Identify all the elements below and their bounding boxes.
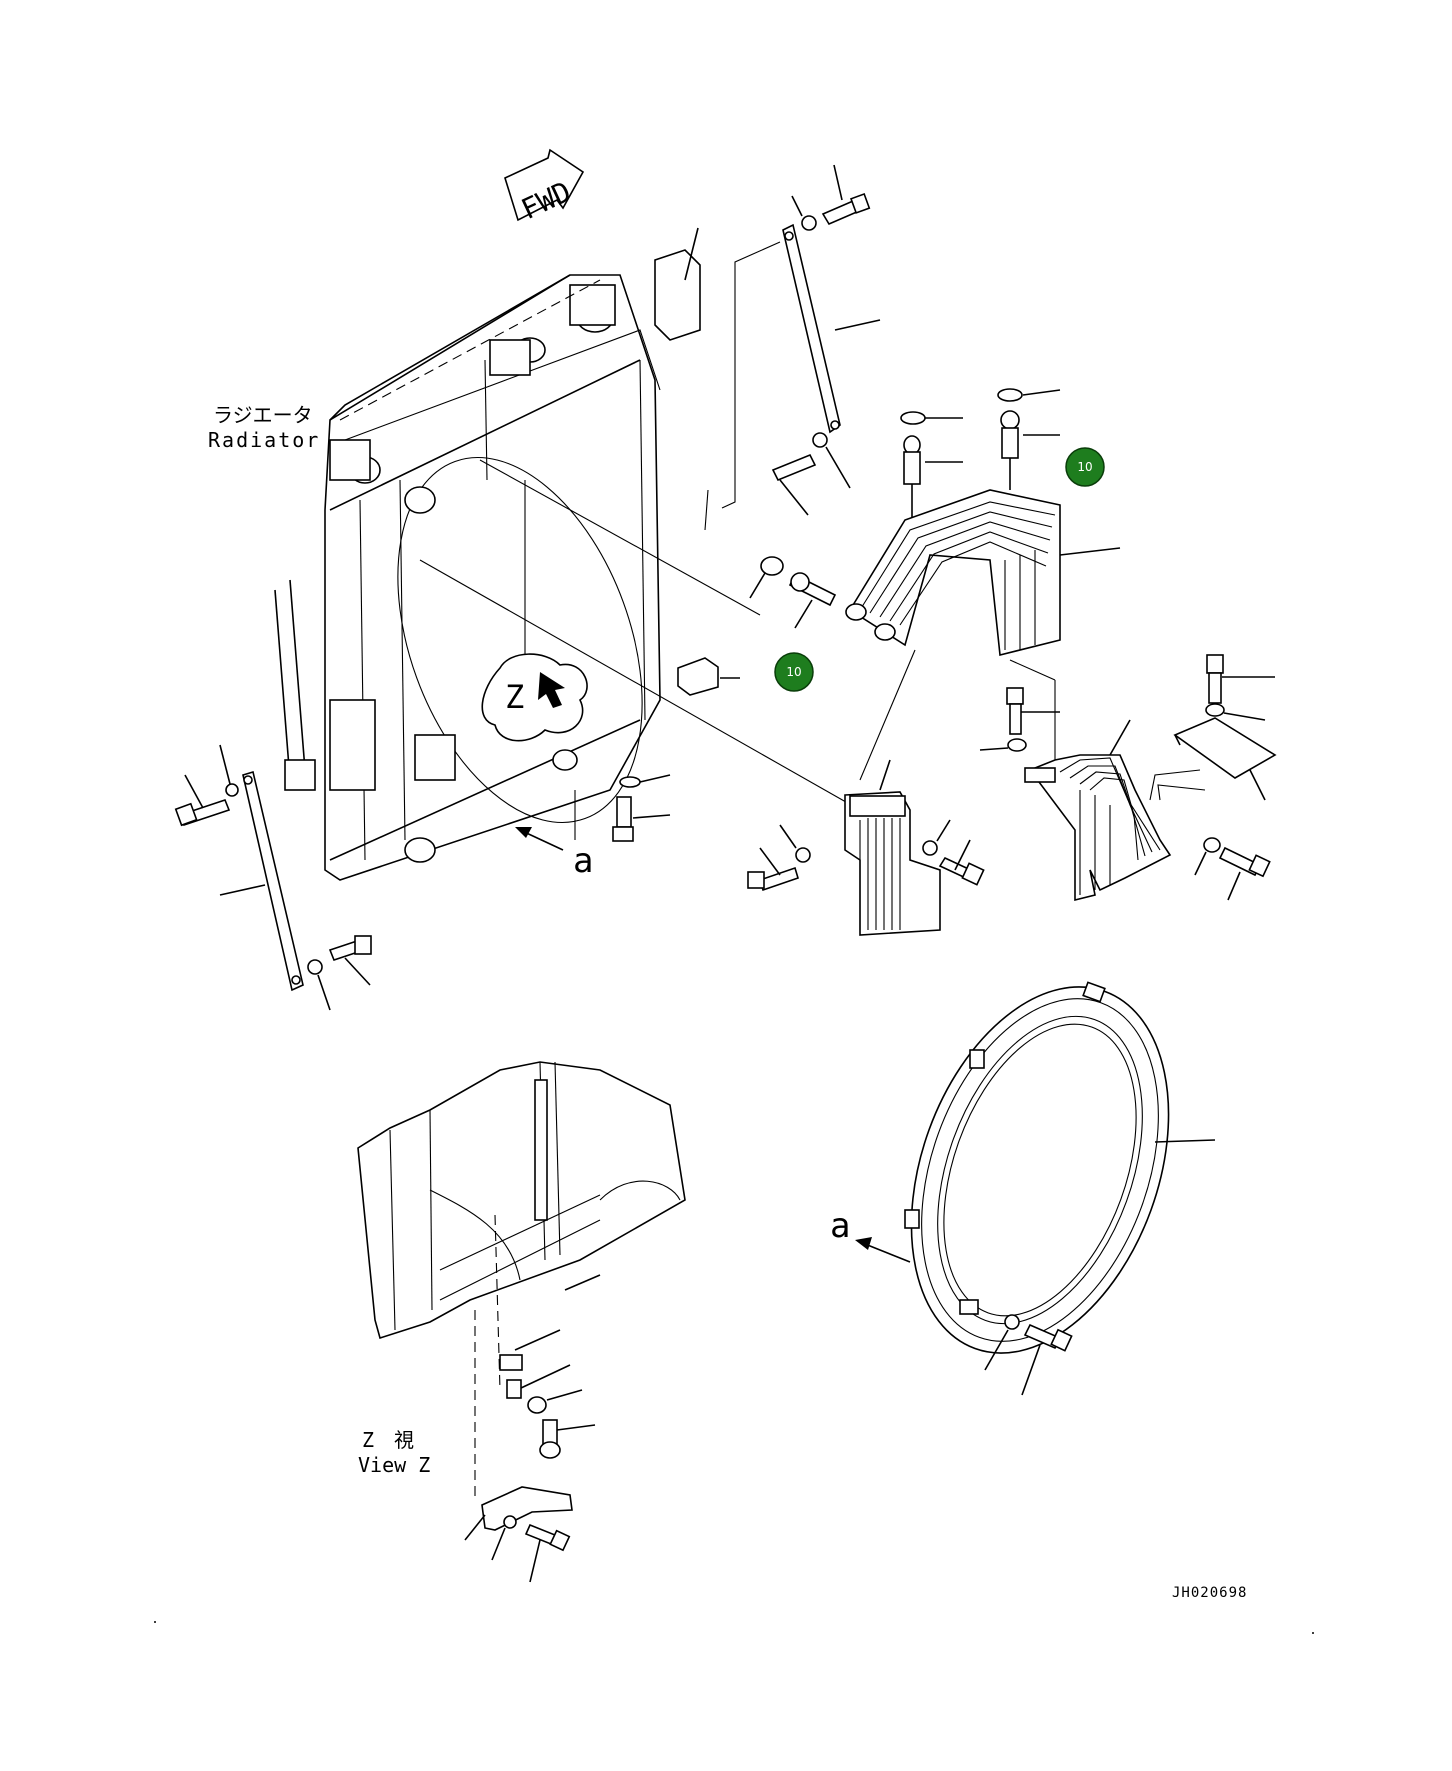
- radiator-label-en: Radiator: [208, 428, 320, 452]
- fwd-arrow: FWD: [504, 148, 585, 226]
- fitting-stack-left: [900, 411, 963, 518]
- view-z-label-jp: Z 視: [362, 1428, 414, 1452]
- reference-badge-2: 10: [774, 652, 814, 692]
- upper-stay-rod: [782, 223, 881, 434]
- radiator-label-jp: ラジエータ: [213, 403, 313, 427]
- reference-badge-1: 10: [1065, 447, 1105, 487]
- fan-shroud-ring: [904, 981, 1216, 1354]
- middle-guard-grid: [844, 759, 941, 936]
- radiator-assembly: [274, 274, 861, 881]
- rubber-pad: [654, 227, 701, 341]
- drawing-number: JH020698: [1172, 1585, 1247, 1601]
- z-marker-label: Z: [505, 678, 524, 716]
- spacer-block: [677, 657, 740, 696]
- z-view-cloud: [481, 653, 588, 742]
- view-a-arrow-lower: [855, 1237, 911, 1263]
- view-z-label-en: View Z: [358, 1453, 430, 1477]
- cover-plate: [1173, 717, 1277, 801]
- svg-text:10: 10: [1077, 460, 1092, 474]
- lower-stay-rod: [219, 770, 304, 992]
- svg-text:10: 10: [786, 665, 801, 679]
- lower-guard-grid: [1024, 719, 1206, 902]
- view-a-label-lower: a: [830, 1206, 850, 1246]
- upper-guard-grid: [845, 489, 1121, 781]
- view-z-detail: [357, 1061, 686, 1500]
- fitting-stack-right: [997, 388, 1061, 490]
- view-a-label-upper: a: [573, 841, 593, 881]
- view-a-arrow-upper: [515, 827, 564, 851]
